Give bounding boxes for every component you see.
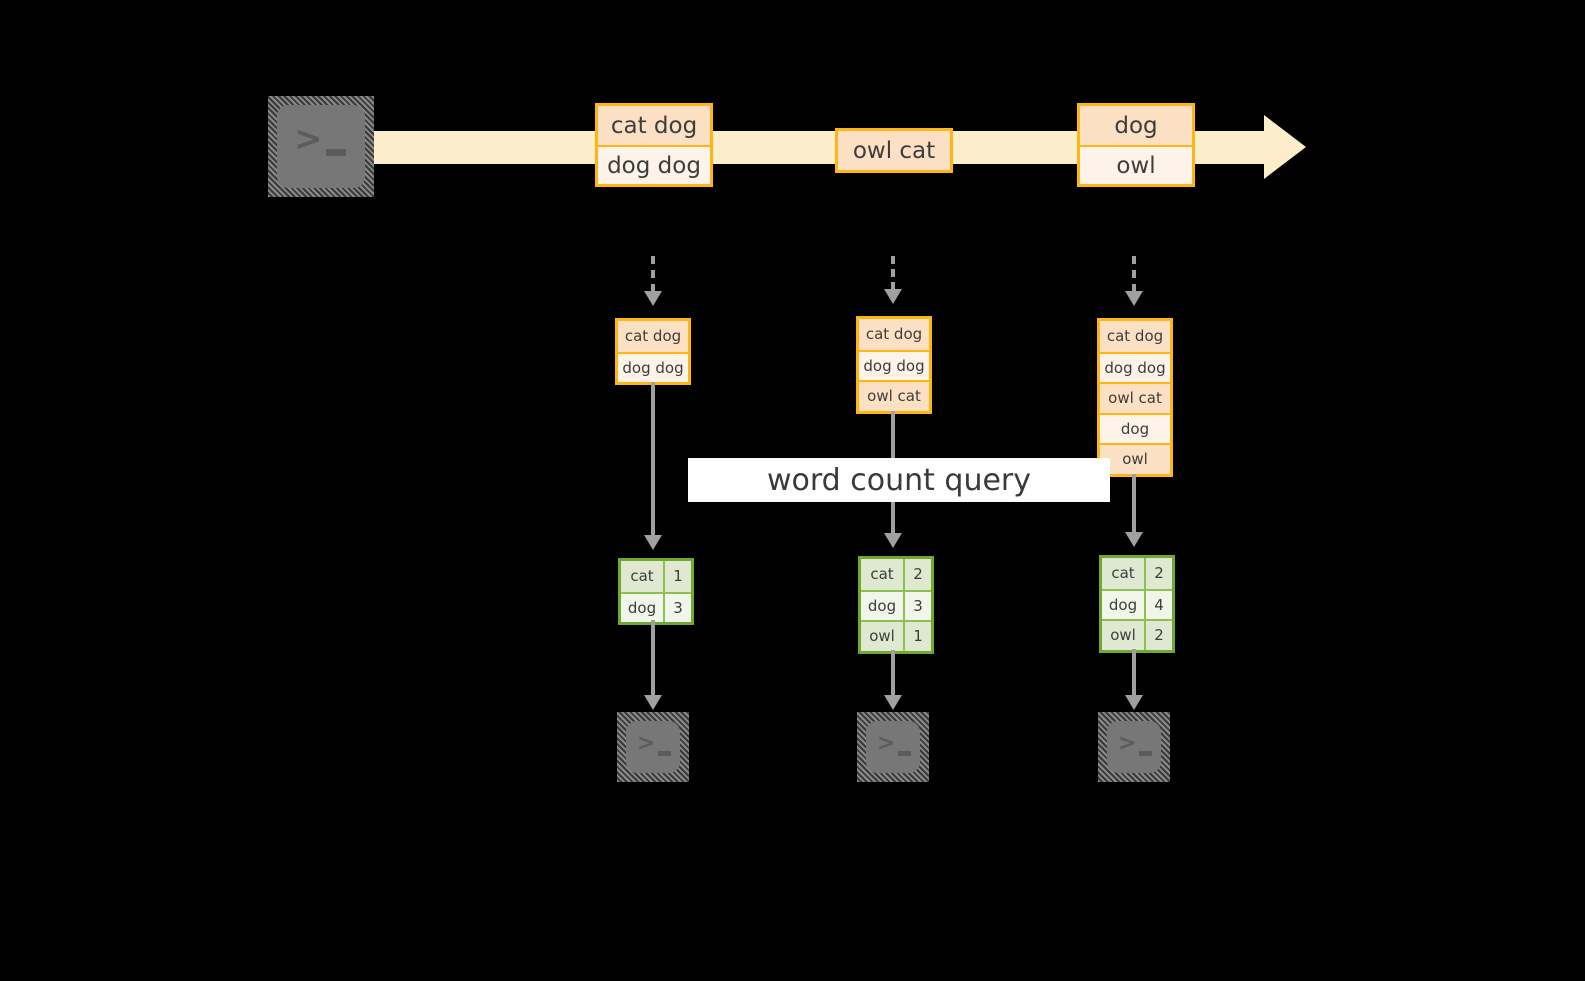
stream-record-line: dog	[1080, 106, 1192, 145]
snapshot-3-table[interactable]: cat dog dog dog owl cat dog owl	[1097, 318, 1173, 477]
producer-terminal-icon[interactable]: >	[268, 96, 374, 197]
terminal-screen: >	[626, 721, 680, 773]
stream-record-3[interactable]: dog owl	[1077, 103, 1195, 187]
stream-arrow-head	[1264, 115, 1306, 179]
snapshot-3-table-row: dog	[1100, 412, 1170, 443]
snapshot-3-table-row: cat dog	[1100, 321, 1170, 352]
snapshot-3-table-row: owl cat	[1100, 382, 1170, 413]
stream-record-line: dog dog	[598, 145, 710, 184]
terminal-cursor-icon	[1139, 751, 1152, 756]
result-row: dog 4	[1102, 588, 1172, 619]
snapshot-2-output-arrowhead	[884, 695, 902, 710]
result-count: 1	[905, 622, 931, 651]
result-count: 2	[1146, 621, 1172, 650]
terminal-cursor-icon	[658, 751, 671, 756]
snapshot-2-consumer-terminal-icon[interactable]: >	[857, 712, 929, 782]
snapshot-2-inbound-arrowhead	[884, 289, 902, 304]
snapshot-3-output-arrowhead	[1125, 695, 1143, 710]
terminal-cursor-icon	[326, 149, 346, 156]
result-row: owl 1	[861, 620, 931, 651]
result-row: dog 3	[621, 591, 691, 622]
terminal-screen: >	[866, 721, 920, 773]
snapshot-1-consumer-terminal-icon[interactable]: >	[617, 712, 689, 782]
result-word: dog	[621, 593, 665, 622]
snapshot-3-query-line	[1132, 474, 1136, 532]
result-word: cat	[1102, 558, 1146, 589]
result-word: dog	[861, 591, 905, 620]
query-label-text: word count query	[766, 462, 1032, 498]
result-count: 2	[1146, 558, 1172, 589]
stream-record-line: cat dog	[598, 106, 710, 145]
snapshot-3-table-row: dog dog	[1100, 351, 1170, 382]
terminal-screen: >	[1107, 721, 1161, 773]
snapshot-1-table-row: dog dog	[618, 351, 688, 382]
stream-record-1[interactable]: cat dog dog dog	[595, 103, 713, 187]
result-word: dog	[1102, 590, 1146, 619]
snapshot-3-output-line	[1132, 649, 1136, 696]
result-word: cat	[621, 561, 665, 592]
snapshot-2-table-row: cat dog	[859, 319, 929, 350]
result-word: owl	[1102, 621, 1146, 650]
snapshot-1-output-line	[651, 620, 655, 696]
snapshot-2-output-line	[891, 650, 895, 696]
snapshot-3-consumer-terminal-icon[interactable]: >	[1098, 712, 1170, 782]
stream-record-line: owl	[1080, 145, 1192, 184]
terminal-prompt-chevron-icon: >	[294, 119, 323, 159]
snapshot-1-result-table[interactable]: cat 1 dog 3	[618, 558, 694, 625]
snapshot-2-table-row: dog dog	[859, 349, 929, 380]
terminal-prompt-chevron-icon: >	[1118, 731, 1137, 756]
snapshot-2-table-row: owl cat	[859, 380, 929, 411]
snapshot-1-inbound-line	[651, 256, 655, 292]
result-word: owl	[861, 622, 905, 651]
terminal-prompt-chevron-icon: >	[877, 731, 896, 756]
result-count: 2	[905, 559, 931, 590]
snapshot-2-result-table[interactable]: cat 2 dog 3 owl 1	[858, 556, 934, 654]
result-count: 4	[1146, 590, 1172, 619]
result-count: 1	[665, 561, 691, 592]
result-count: 3	[665, 593, 691, 622]
result-count: 3	[905, 591, 931, 620]
terminal-prompt-glyph: >	[637, 731, 656, 756]
stream-record-line: owl cat	[838, 131, 950, 170]
snapshot-1-table-row: cat dog	[618, 321, 688, 352]
snapshot-1-output-arrowhead	[644, 695, 662, 710]
snapshot-3-inbound-line	[1132, 256, 1136, 292]
snapshot-2-query-arrowhead	[884, 533, 902, 548]
result-row: dog 3	[861, 589, 931, 620]
result-row: cat 2	[861, 559, 931, 590]
snapshot-2-inbound-line	[891, 256, 895, 290]
snapshot-3-result-table[interactable]: cat 2 dog 4 owl 2	[1099, 555, 1175, 653]
snapshot-3-inbound-arrowhead	[1125, 291, 1143, 306]
snapshot-1-table[interactable]: cat dog dog dog	[615, 318, 691, 385]
result-row: cat 2	[1102, 558, 1172, 589]
snapshot-1-query-line	[651, 382, 655, 536]
result-word: cat	[861, 559, 905, 590]
snapshot-1-inbound-arrowhead	[644, 291, 662, 306]
result-row: owl 2	[1102, 619, 1172, 650]
terminal-screen: >	[277, 105, 365, 188]
result-row: cat 1	[621, 561, 691, 592]
terminal-cursor-icon	[898, 751, 911, 756]
query-label-banner: word count query	[688, 458, 1110, 502]
snapshot-2-table[interactable]: cat dog dog dog owl cat	[856, 316, 932, 414]
snapshot-3-query-arrowhead	[1125, 532, 1143, 547]
stream-record-2[interactable]: owl cat	[835, 128, 953, 173]
snapshot-3-table-row: owl	[1100, 443, 1170, 474]
snapshot-1-query-arrowhead	[644, 535, 662, 550]
